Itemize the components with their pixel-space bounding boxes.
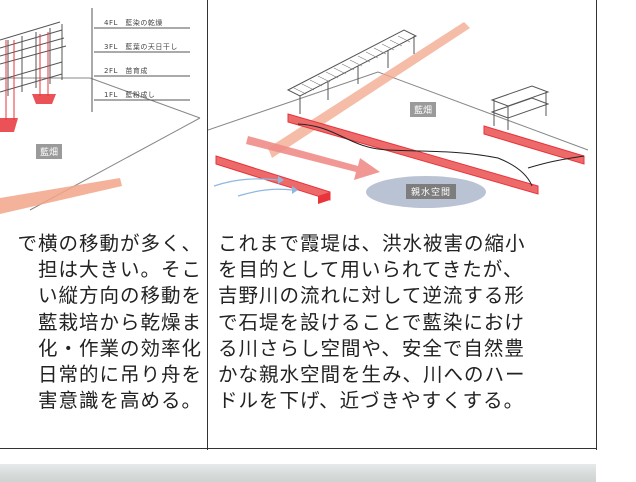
right-paragraph: これまで霞堤は、洪水被害の縮小 を目的として用いられてきたが、 吉野川の流れに対… bbox=[218, 231, 526, 414]
text-line: 担は大きい。そこ bbox=[37, 258, 202, 282]
floor-label-1: 1FL 藍粉成し bbox=[104, 91, 156, 99]
text-line: これまで霞堤は、洪水被害の縮小 bbox=[218, 232, 526, 255]
left-diagram bbox=[0, 8, 201, 214]
text-line: 日常的に吊り舟を bbox=[37, 363, 202, 387]
right-panel: 藍畑 親水空間 これまで霞堤は、洪水被害の縮小 を目的として用いられてきたが、 … bbox=[208, 0, 596, 450]
right-diagram bbox=[208, 22, 589, 208]
text-line: かな親水空間を生み、川へのハー bbox=[218, 363, 526, 387]
column-divider bbox=[207, 0, 208, 450]
floor-label-3: 3FL 藍葉の天日干し bbox=[104, 43, 178, 51]
text-line: ドルを下げ、近づきやすくする。 bbox=[218, 389, 525, 413]
column-divider bbox=[596, 0, 597, 450]
text-line: で石堤を設けることで藍染におけ bbox=[218, 310, 525, 334]
text-line: 吉野川の流れに対して逆流する形 bbox=[218, 284, 525, 308]
text-line: を目的として用いられてきたが、 bbox=[218, 258, 524, 282]
floor-label-4: 4FL 藍染の乾燥 bbox=[104, 19, 163, 27]
text-line: 化・作業の効率化 bbox=[37, 336, 202, 360]
text-line: 害意識を高める。 bbox=[37, 389, 202, 413]
floor-label-2: 2FL 苗育成 bbox=[104, 67, 148, 75]
text-line: い縦方向の移動を bbox=[37, 284, 202, 308]
photo-strip bbox=[0, 464, 596, 482]
bottom-rule bbox=[0, 448, 596, 449]
water-space-label: 親水空間 bbox=[406, 184, 457, 199]
text-line: る川さらし空間や、安全で自然豊 bbox=[218, 336, 525, 360]
text-line: で横の移動が多く、 bbox=[17, 232, 202, 255]
text-line: 藍栽培から乾燥ま bbox=[37, 310, 202, 334]
left-paragraph: で横の移動が多く、 担は大きい。そこ い縦方向の移動を 藍栽培から乾燥ま 化・作… bbox=[17, 231, 202, 414]
field-label-right: 藍畑 bbox=[410, 102, 437, 117]
field-label-left: 藍畑 bbox=[36, 144, 63, 159]
left-panel: 4FL 藍染の乾燥 3FL 藍葉の天日干し 2FL 苗育成 1FL 藍粉成し 藍… bbox=[0, 0, 206, 450]
